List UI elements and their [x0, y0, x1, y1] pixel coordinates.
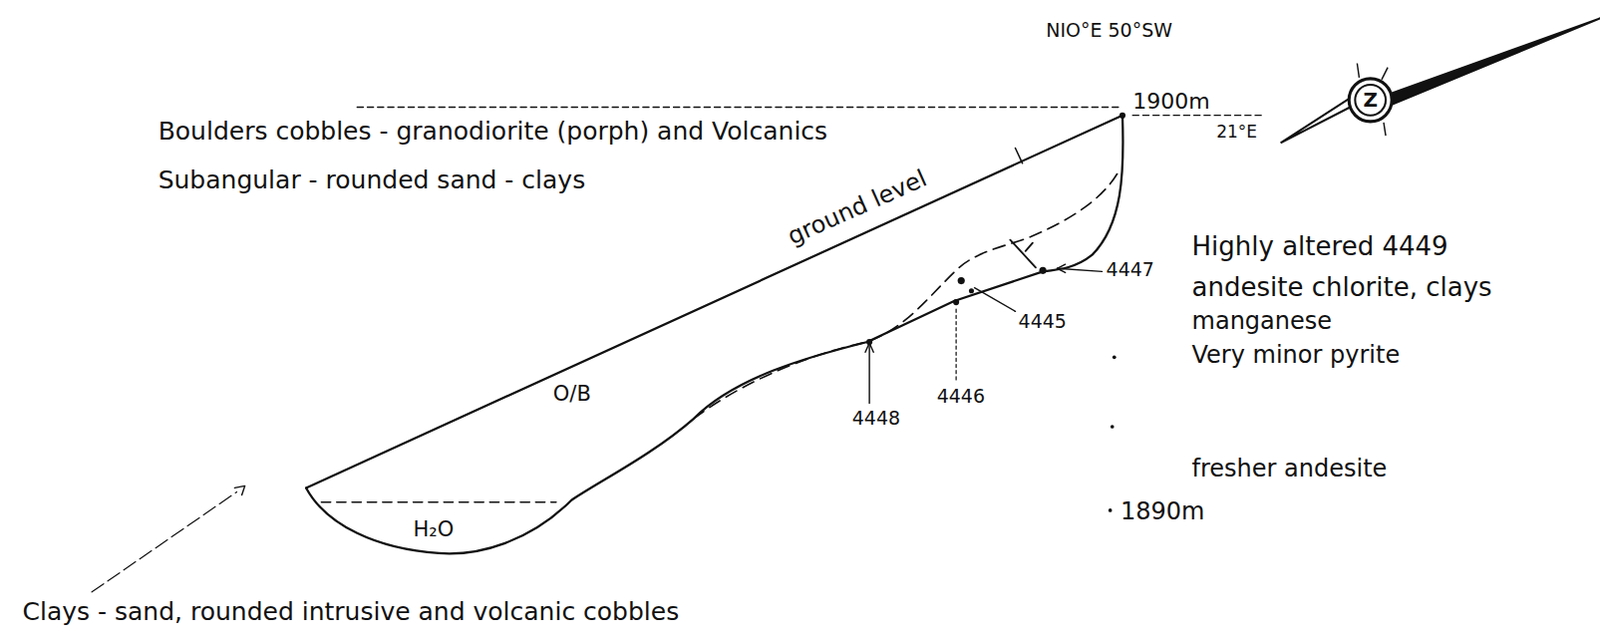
material-note: Clays - sand, rounded intrusive and volc… [22, 598, 680, 627]
sample-number: 4446 [937, 385, 985, 407]
rock-note: Very minor pyrite [1192, 341, 1401, 368]
rock-note: fresher andesite [1192, 455, 1388, 482]
rock-note: manganese [1192, 308, 1332, 334]
rock-note: andesite chlorite, clays [1192, 273, 1493, 303]
orientation-note: NIO°E 50°SW [1045, 19, 1173, 41]
sample-number: 4445 [1018, 311, 1067, 332]
rock-note: Highly altered 4449 [1192, 232, 1449, 262]
sample-number: 4448 [852, 407, 901, 429]
elevation-label: 1890m [1120, 498, 1205, 525]
sample-number: 4447 [1106, 259, 1155, 281]
material-note: Boulders cobbles - granodiorite (porph) … [158, 117, 828, 146]
material-note: Subangular - rounded sand - clays [158, 166, 587, 195]
declination-label: 21°E [1216, 122, 1258, 142]
elevation-label: 1900m [1132, 89, 1210, 114]
overburden-label: O/B [553, 382, 592, 406]
water-label: H₂O [413, 518, 455, 542]
compass-letter: Z [1362, 88, 1378, 111]
